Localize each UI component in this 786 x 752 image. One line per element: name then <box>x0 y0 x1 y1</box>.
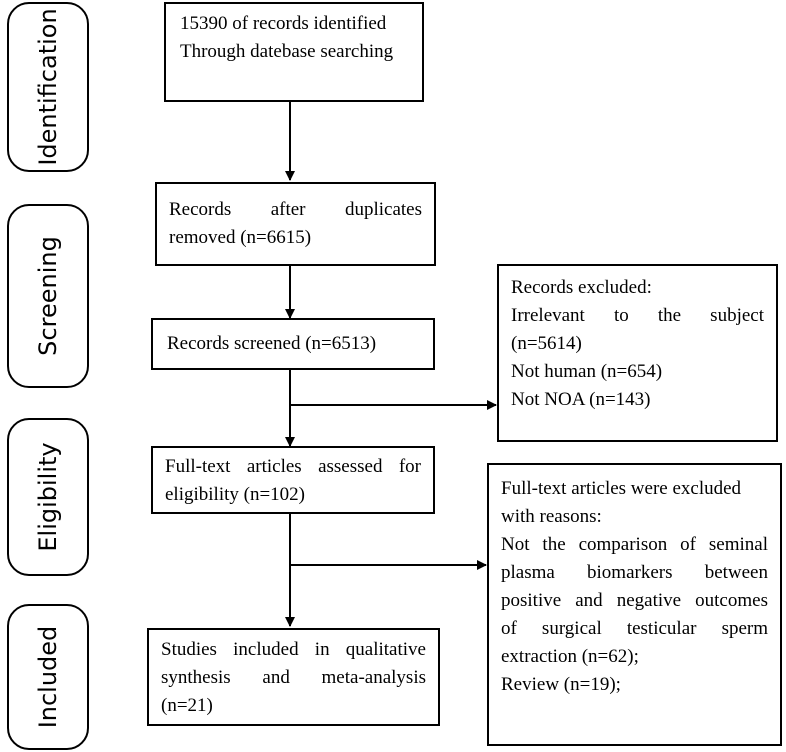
phase-identification: Identification <box>7 2 89 172</box>
phase-screening: Screening <box>7 204 89 388</box>
duplicates-line-2: removed (n=6615) <box>169 227 312 248</box>
identification-line-1: 15390 of records identified <box>180 13 387 34</box>
fulltext-excluded-line-7: extraction (n=62); <box>501 646 639 667</box>
included-line-3: (n=21) <box>161 695 213 716</box>
records-screened-box: Records screened (n=6513) <box>151 318 435 370</box>
identification-line-2: Through datebase searching <box>180 41 394 62</box>
fulltext-excluded-line-1: Full-text articles were excluded <box>501 478 742 499</box>
identification-box: 15390 of records identified Through date… <box>164 2 424 102</box>
phase-eligibility: Eligibility <box>7 418 89 576</box>
records-screened-line: Records screened (n=6513) <box>167 333 377 354</box>
records-excluded-line-4: Not human (n=654) <box>511 361 663 382</box>
fulltext-excluded-line-8: Review (n=19); <box>501 674 621 695</box>
fulltext-excluded-box: Full-text articles were excluded with re… <box>487 463 782 746</box>
records-excluded-line-3: (n=5614) <box>511 333 582 354</box>
fulltext-excluded-line-2: with reasons: <box>501 506 602 527</box>
records-excluded-title: Records excluded: <box>511 277 652 298</box>
records-excluded-line-5: Not NOA (n=143) <box>511 389 651 410</box>
fulltext-line-2: eligibility (n=102) <box>165 484 306 505</box>
phase-included: Included <box>7 604 89 750</box>
